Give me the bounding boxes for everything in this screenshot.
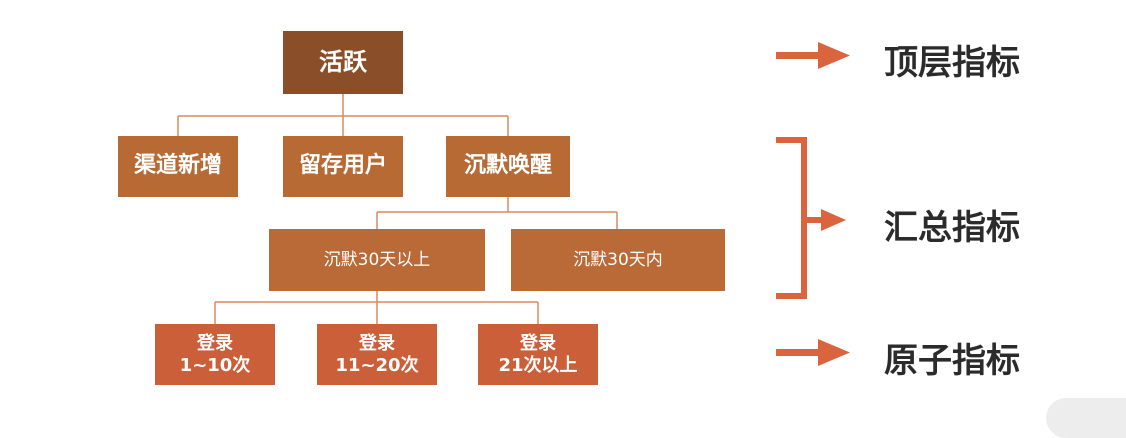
label-summary-metric: 汇总指标 (884, 208, 1020, 248)
bracket-icon (776, 137, 807, 299)
corner-shadow (1046, 398, 1126, 438)
connector-login (214, 291, 539, 324)
node-retained-users: 留存用户 (283, 136, 403, 197)
connector-root (177, 94, 509, 136)
node-channel-new: 渠道新增 (118, 136, 238, 197)
label-top-metric: 顶层指标 (884, 43, 1020, 83)
label-atomic-metric: 原子指标 (884, 341, 1020, 381)
connector-silent (376, 197, 618, 229)
node-login-1-10: 登录 1~10次 (155, 324, 275, 385)
node-active: 活跃 (283, 31, 403, 94)
arrow-top-icon (776, 42, 850, 69)
node-silent-30-within: 沉默30天内 (511, 229, 725, 291)
node-login-21-plus: 登录 21次以上 (478, 324, 598, 385)
connector-lines (177, 42, 850, 366)
node-silent-wake: 沉默唤醒 (446, 136, 570, 197)
arrow-summary-icon (806, 209, 846, 231)
node-login-11-20: 登录 11~20次 (317, 324, 437, 385)
arrow-atomic-icon (776, 339, 850, 366)
node-silent-30-plus: 沉默30天以上 (269, 229, 485, 291)
